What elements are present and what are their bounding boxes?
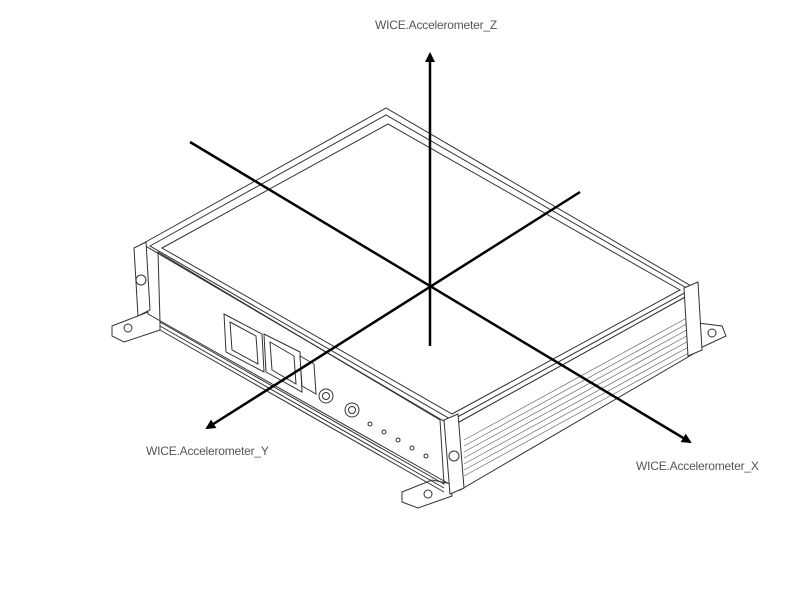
x-axis-arrow bbox=[189, 140, 692, 444]
z-axis-label: WICE.Accelerometer_Z bbox=[375, 18, 498, 32]
accelerometer-axes bbox=[189, 52, 692, 444]
device-body bbox=[111, 107, 727, 509]
y-axis-label: WICE.Accelerometer_Y bbox=[146, 444, 269, 458]
x-axis-label: WICE.Accelerometer_X bbox=[636, 459, 759, 473]
y-axis-arrow bbox=[205, 190, 581, 430]
